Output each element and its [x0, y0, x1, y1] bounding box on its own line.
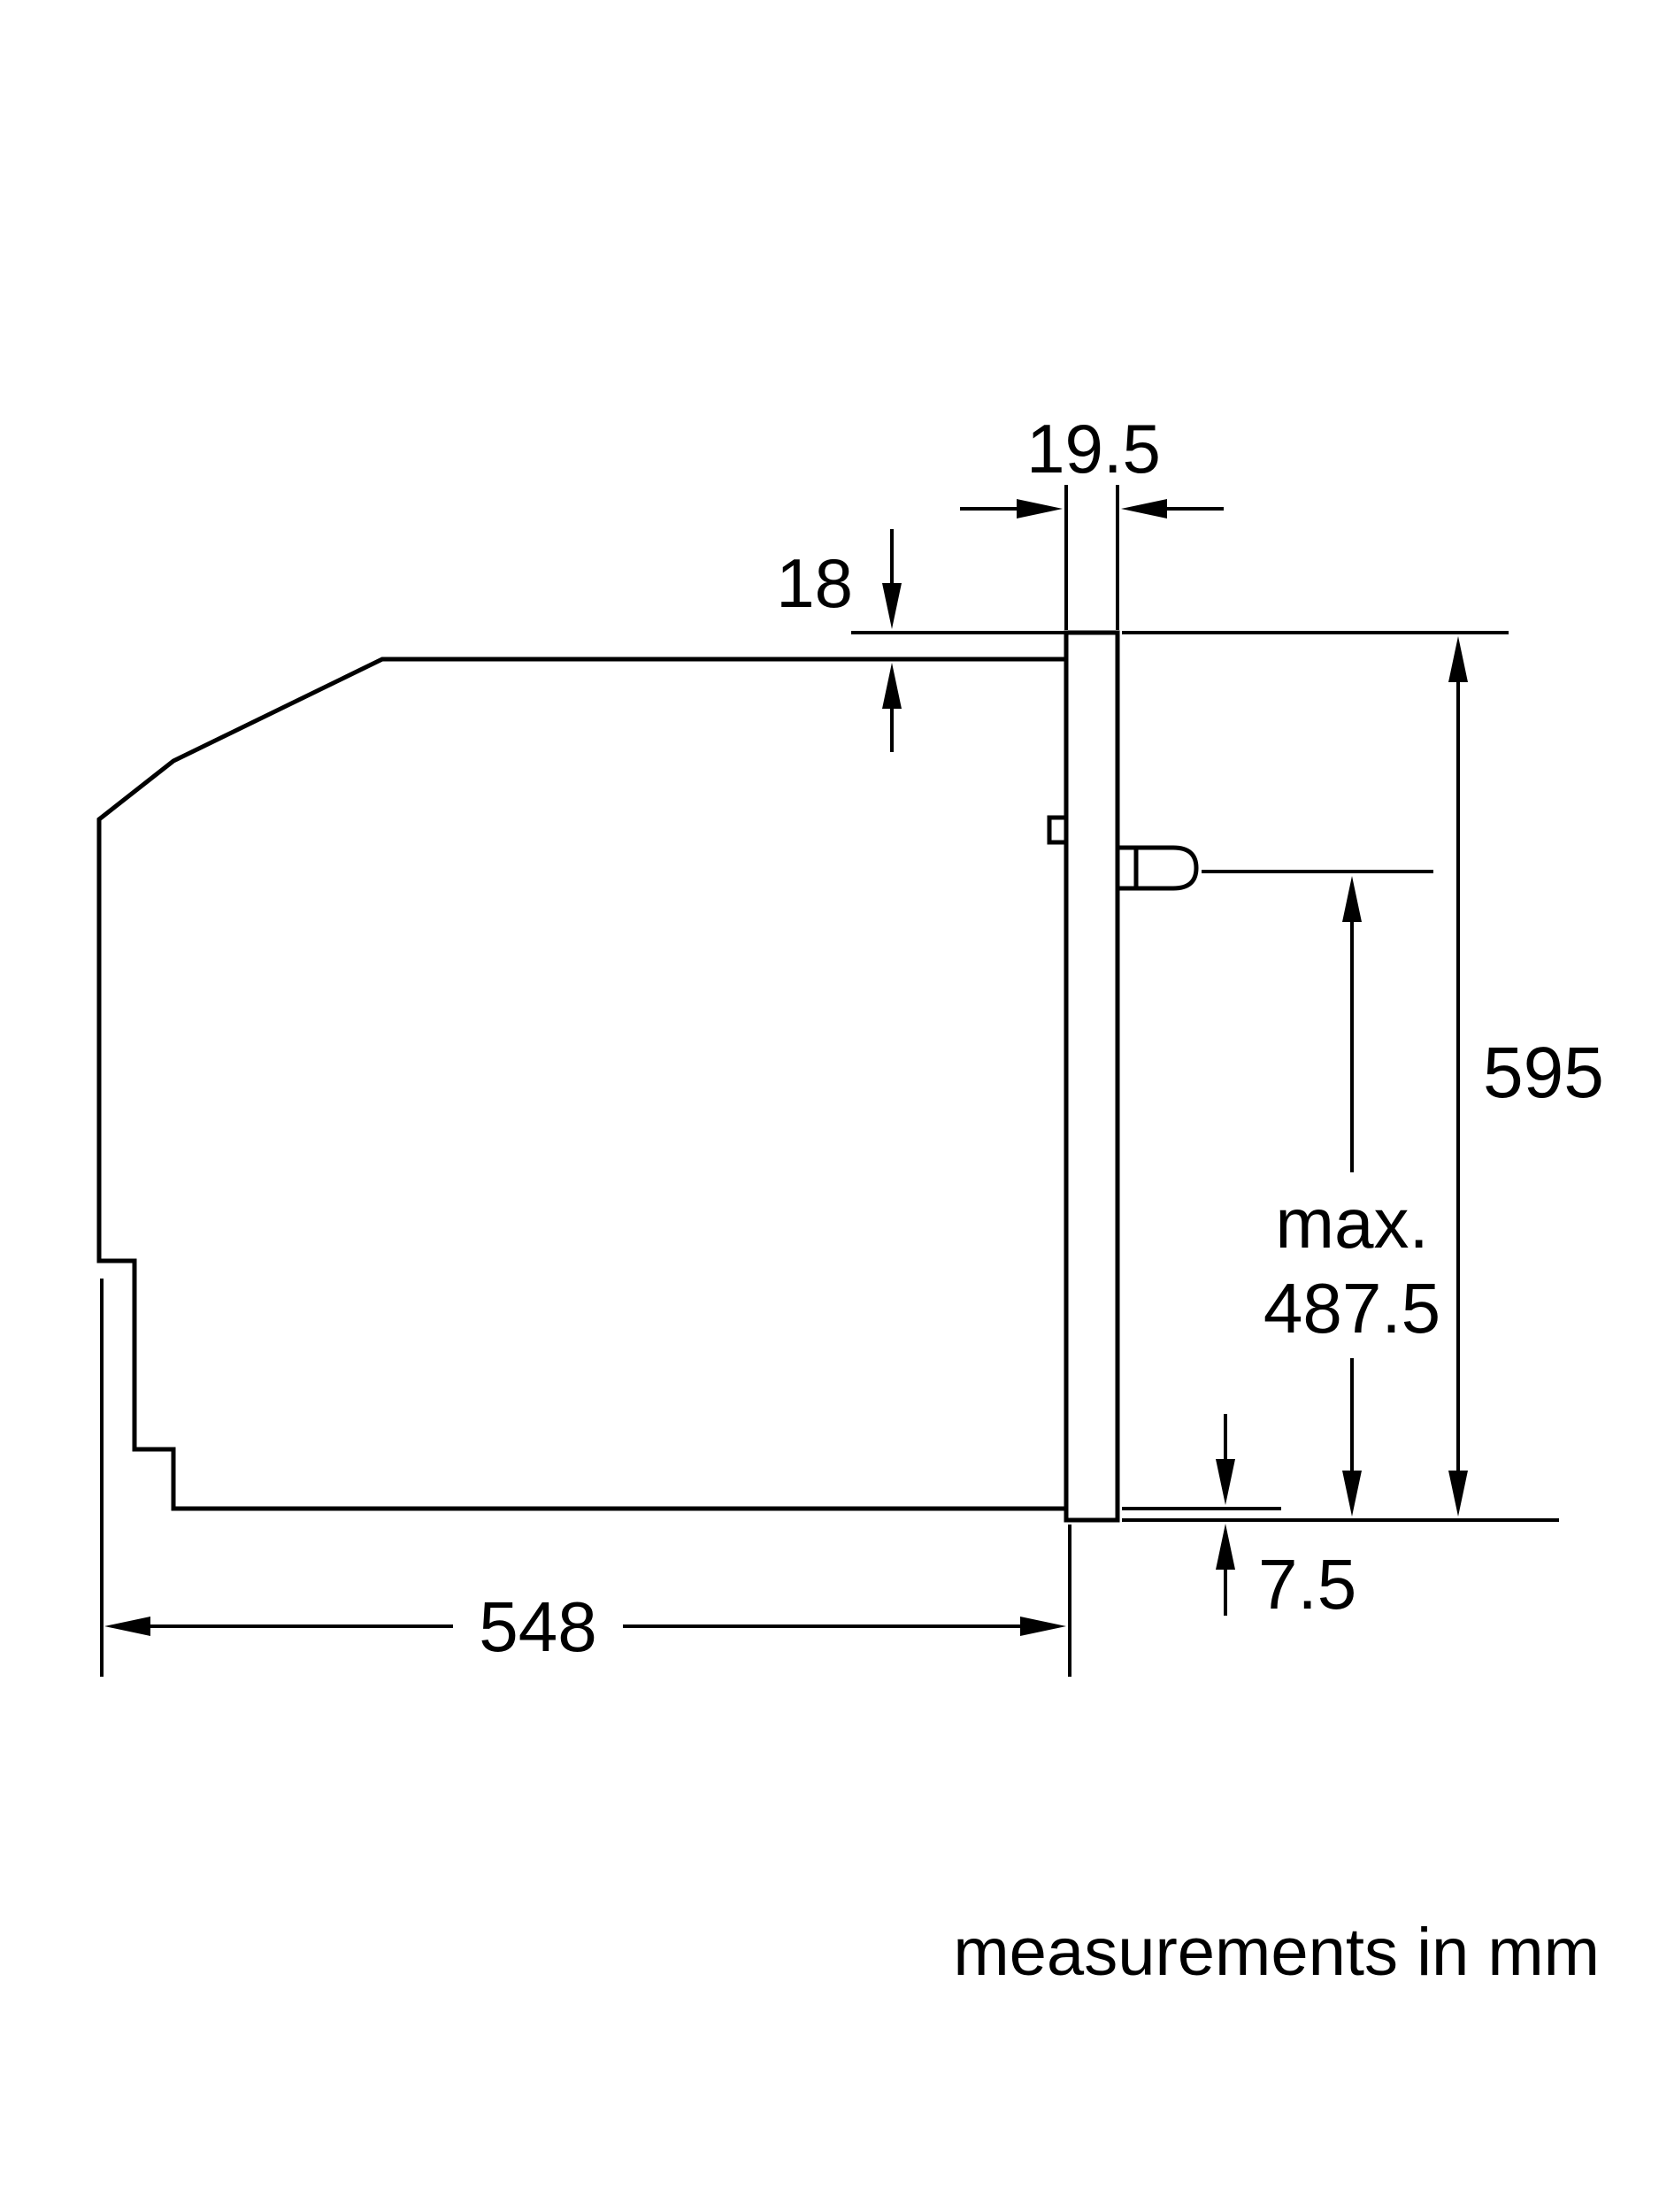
dim-label-fascia-thickness: 19.5 — [1026, 410, 1161, 488]
dim-label-body-depth: 548 — [479, 1587, 596, 1666]
dim-body-depth: 548 — [100, 1279, 1071, 1677]
dim-fascia-thickness: 19.5 — [960, 410, 1224, 630]
dim-label-knob-max-word: max. — [1275, 1184, 1428, 1263]
dim-bottom-overhang: 7.5 — [1122, 1414, 1356, 1624]
arrowhead-right-icon — [1017, 499, 1063, 518]
units-note: measurements in mm — [953, 1915, 1600, 1990]
fascia-notch — [1047, 815, 1069, 845]
dim-knob-max: max. 487.5 — [1202, 870, 1440, 1517]
control-knob — [1118, 845, 1199, 891]
dim-label-bottom-overhang: 7.5 — [1258, 1545, 1356, 1624]
arrowhead-down-icon — [1216, 1459, 1235, 1505]
arrowhead-up-icon — [882, 663, 902, 709]
fascia-strip — [1064, 630, 1120, 1523]
arrowhead-down-icon — [1448, 1471, 1468, 1517]
dim-label-top-clearance: 18 — [776, 544, 853, 622]
arrowhead-up-icon — [1342, 876, 1362, 922]
arrowhead-up-icon — [1216, 1524, 1235, 1570]
dim-label-knob-max-value: 487.5 — [1263, 1269, 1440, 1348]
arrowhead-down-icon — [882, 583, 902, 629]
arrowhead-left-icon — [104, 1617, 150, 1636]
arrowhead-up-icon — [1448, 636, 1468, 682]
arrowhead-down-icon — [1342, 1471, 1362, 1517]
dim-front-height: 595 — [1122, 631, 1604, 1522]
dim-label-front-height: 595 — [1483, 1033, 1604, 1113]
oven-body-outline — [96, 657, 1069, 1511]
arrowhead-right-icon — [1020, 1617, 1066, 1636]
arrowhead-left-icon — [1121, 499, 1167, 518]
oven-side-view — [96, 630, 1199, 1523]
dim-top-clearance: 18 — [776, 529, 1064, 752]
